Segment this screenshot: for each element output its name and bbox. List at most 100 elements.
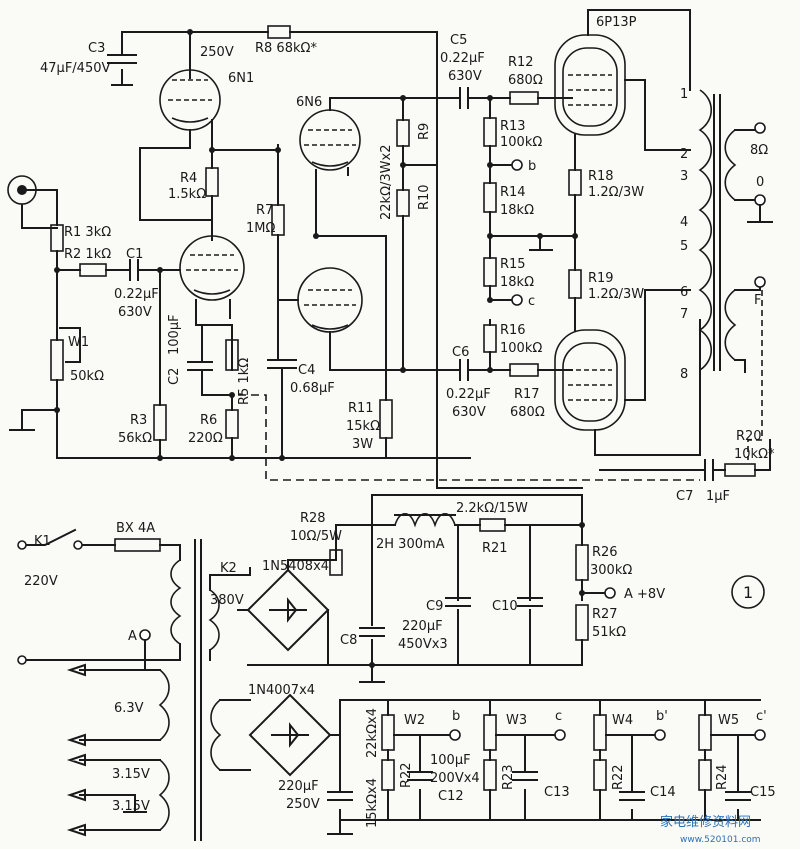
figure-number: 1	[743, 583, 753, 602]
node-b-label: b	[528, 159, 536, 174]
w5-node-c2: c'	[756, 709, 767, 724]
w2-node-b: b	[452, 709, 460, 724]
r9-r10-value: 22kΩ/3Wx2	[379, 145, 394, 220]
r17-name: R17	[514, 387, 540, 402]
r7-value: 1MΩ	[246, 221, 275, 236]
w1-value: 50kΩ	[70, 369, 104, 384]
r26-value: 300kΩ	[590, 563, 632, 578]
tap-6: 6	[680, 285, 688, 300]
tap-3: 3	[680, 169, 688, 184]
c5-voltage: 630V	[448, 69, 482, 84]
tap-2: 2	[680, 147, 688, 162]
tap-5: 5	[680, 239, 688, 254]
c5-value: 0.22μF	[440, 51, 485, 66]
c10-label: C10	[492, 599, 518, 614]
heater-voltage-a: 3.15V	[112, 767, 150, 782]
tube-6p13p-upper	[554, 34, 626, 136]
r8-resistor	[267, 25, 291, 39]
r20-name: R20	[736, 429, 762, 444]
tap-4: 4	[680, 215, 688, 230]
r8-label: R8 68kΩ*	[255, 41, 317, 56]
tube-6p13p-label: 6P13P	[596, 15, 637, 30]
c6-voltage: 630V	[452, 405, 486, 420]
bridge-1n4007: 1N4007x4	[248, 683, 315, 698]
b-plus-voltage: 250V	[200, 45, 234, 60]
c7-name: C7	[676, 489, 693, 504]
r15-value: 18kΩ	[500, 275, 534, 290]
tube-6n6-upper	[299, 109, 361, 171]
w4-node-b2: b'	[656, 709, 668, 724]
r28-name: R28	[300, 511, 326, 526]
r1-label: R1 3kΩ	[64, 225, 111, 240]
c6-name: C6	[452, 345, 469, 360]
tube-6p13p-lower	[554, 329, 626, 431]
r3-name: R3	[130, 413, 147, 428]
r28-value: 10Ω/5W	[290, 529, 342, 544]
tube-6n1-lower	[179, 235, 245, 301]
r27-value: 51kΩ	[592, 625, 626, 640]
output-transformer-primary	[698, 89, 713, 371]
r20-value: 10kΩ*	[734, 447, 775, 462]
r17-value: 680Ω	[510, 405, 545, 420]
w3-label: W3	[506, 713, 527, 728]
c11-value: 220μF	[278, 779, 319, 794]
c12-voltage: 200Vx4	[430, 771, 480, 786]
c5-name: C5	[450, 33, 467, 48]
r11-watt: 3W	[352, 437, 373, 452]
r4-name: R4	[180, 171, 197, 186]
tube-6n6-label: 6N6	[296, 95, 322, 110]
r16-name: R16	[500, 323, 526, 338]
r27-name: R27	[592, 607, 618, 622]
c4-name: C4	[298, 363, 315, 378]
c4-value: 0.68μF	[290, 381, 335, 396]
fuse-label: BX 4A	[116, 521, 155, 536]
r6-value: 220Ω	[188, 431, 223, 446]
w3-node-c: c	[555, 709, 562, 724]
r15-name: R15	[500, 257, 526, 272]
speaker-8-ohm: 8Ω	[750, 143, 768, 158]
watermark-url: www.520101.com	[680, 835, 761, 845]
c2-name: C2	[167, 368, 182, 385]
c14-label: C14	[650, 785, 676, 800]
r12-value: 680Ω	[508, 73, 543, 88]
bridge-1n5408: 1N5408x4	[262, 559, 329, 574]
watermark-text: 家电维修资料网	[660, 814, 751, 830]
r13-name: R13	[500, 119, 526, 134]
r9-label: R9	[417, 123, 432, 140]
tap-7: 7	[680, 307, 688, 322]
bias-pot-channels	[381, 699, 766, 821]
figure-number-circle	[731, 575, 765, 609]
choke-label: 2H 300mA	[376, 537, 445, 552]
w4-label: W4	[612, 713, 633, 728]
r19-value: 1.2Ω/3W	[588, 287, 644, 302]
c9-label: C9	[426, 599, 443, 614]
r23-label: R23	[501, 764, 516, 790]
r26-name: R26	[592, 545, 618, 560]
r11-value: 15kΩ	[346, 419, 380, 434]
k2-label: K2	[220, 561, 237, 576]
tube-6n6-lower	[297, 267, 363, 333]
labels: C3 47μF/450V 250V R8 68kΩ* 6N1 6N6 R4 1.…	[24, 15, 776, 845]
c8-label: C8	[340, 633, 357, 648]
heater-voltage: 6.3V	[114, 701, 144, 716]
bias-voltage: A +8V	[624, 587, 665, 602]
c3-name: C3	[88, 41, 105, 56]
w2-label: W2	[404, 713, 425, 728]
r14-value: 18kΩ	[500, 203, 534, 218]
c2-value: 100μF	[167, 314, 182, 355]
r11-name: R11	[348, 401, 374, 416]
c12-value: 100μF	[430, 753, 471, 768]
hv-voltage: 380V	[210, 593, 244, 608]
r4-value: 1.5kΩ	[168, 187, 206, 202]
heater-voltage-b: 3.15V	[112, 799, 150, 814]
pot-series-a: 22kΩx4	[365, 708, 380, 758]
c1-value: 0.22μF	[114, 287, 159, 302]
c11-voltage: 250V	[286, 797, 320, 812]
r6-name: R6	[200, 413, 217, 428]
k1-label: K1	[34, 534, 51, 549]
c1-voltage: 630V	[118, 305, 152, 320]
filament-f: F	[754, 293, 761, 308]
r10-label: R10	[417, 184, 432, 210]
